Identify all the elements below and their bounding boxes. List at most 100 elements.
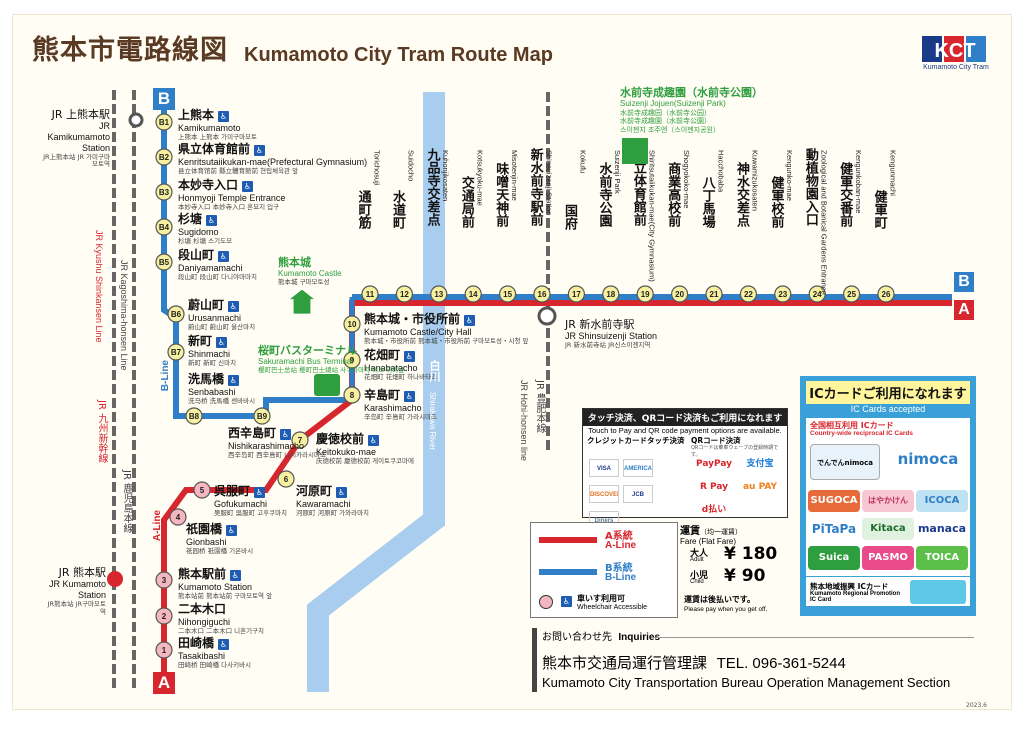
svg-text:B5: B5 <box>159 258 170 267</box>
svg-text:B8: B8 <box>189 412 200 421</box>
trunk-station-name-en: Kengunmachi <box>888 150 898 196</box>
station-marker-t24[interactable]: 24 <box>808 285 826 303</box>
fare-adult-ja: 大人 <box>690 549 709 559</box>
station-marker-a10[interactable]: 10 <box>343 315 361 333</box>
station-marker-b3[interactable]: B3 <box>155 183 173 201</box>
station-marker-a2[interactable]: 2 <box>155 607 173 625</box>
station-marker-a7[interactable]: 7 <box>291 431 309 449</box>
station-marker-a8[interactable]: 8 <box>343 386 361 404</box>
station-marker-b8[interactable]: B8 <box>185 407 203 425</box>
station-marker-a9[interactable]: 9 <box>343 351 361 369</box>
legend-wheelchair-en: Wheelchair Accessible <box>577 604 648 611</box>
station-marker-b7[interactable]: B7 <box>167 343 185 361</box>
station-marker-a1[interactable]: 1 <box>155 641 173 659</box>
station-name-multilingual: 熊本城・市役所前 熊本城・市役所前 구마모토성・시청 앞 <box>364 336 529 345</box>
station-marker-t13[interactable]: 13 <box>430 285 448 303</box>
regional-card-section: 熊本地域振興 ICカード Kumamoto Regional Promotion… <box>806 576 970 606</box>
b-line-label: B-Line <box>160 360 171 392</box>
station-marker-t20[interactable]: 20 <box>670 285 689 303</box>
legend-a-en: A-Line <box>605 540 637 551</box>
station-marker-a5[interactable]: 5 <box>193 481 211 499</box>
payment-subtitle: Touch to Pay and QR code payment options… <box>588 426 782 435</box>
station-marker-b6[interactable]: B6 <box>167 305 185 323</box>
station-marker-b2[interactable]: B2 <box>155 148 173 166</box>
park-icon <box>622 138 648 164</box>
wheelchair-icon: ♿ <box>404 390 416 402</box>
station-marker-t15[interactable]: 15 <box>499 285 517 303</box>
station-name-ja: 新町 <box>188 334 213 348</box>
station-name-ja: 県立体育館前 <box>178 142 251 156</box>
station-marker-t22[interactable]: 22 <box>739 285 758 303</box>
station-name-en: Senbabashi <box>188 387 236 397</box>
jr-kamikumamoto-marker <box>128 112 144 128</box>
map-title-en: Kumamoto City Tram Route Map <box>244 44 553 66</box>
trunk-station-name-ja: 水道町 <box>390 190 406 229</box>
station-marker-t19[interactable]: 19 <box>636 285 654 303</box>
trunk-station-name-en: Kokufu <box>578 150 588 174</box>
credit-brand-logo: VISA <box>589 459 619 477</box>
fare-child-en: Child <box>690 579 704 585</box>
svg-text:2: 2 <box>162 612 167 621</box>
station-marker-t12[interactable]: 12 <box>395 285 413 303</box>
station-name-ja: 洗馬橋 <box>188 372 225 386</box>
jr-kagoshima-label-ja: JR 鹿児島本線 <box>121 470 132 534</box>
station-marker-t11[interactable]: 11 <box>361 285 379 303</box>
station-marker-t23[interactable]: 23 <box>774 285 792 303</box>
trunk-station-name-ja: 健軍交番前 <box>837 162 853 227</box>
station-marker-t25[interactable]: 25 <box>842 285 861 303</box>
svg-text:17: 17 <box>572 290 581 299</box>
svg-text:8: 8 <box>350 391 355 400</box>
station-marker-t17[interactable]: 17 <box>567 285 586 303</box>
station-name-multilingual: 河原町 河原町 가와라마치 <box>296 508 370 517</box>
svg-text:19: 19 <box>641 290 650 299</box>
station-marker-b5[interactable]: B5 <box>155 253 173 271</box>
station-marker-t21[interactable]: 21 <box>705 285 723 303</box>
wheelchair-icon: ♿ <box>254 486 266 498</box>
wheelchair-icon: ♿ <box>218 110 230 122</box>
station-name-en: Nishikarashimacho <box>228 441 305 451</box>
b-line-east-marker: B <box>954 272 974 292</box>
trunk-station-name-ja: 新水前寺駅前 <box>527 148 543 226</box>
svg-text:12: 12 <box>400 290 409 299</box>
station-name-ja: 段山町 <box>178 248 215 262</box>
station-marker-t14[interactable]: 14 <box>464 285 482 303</box>
bus-icon <box>314 374 340 396</box>
suizenji-park-landmark: 水前寺成趣園（水前寺公園） Suizenji Jojuen(Suizenji P… <box>620 86 763 134</box>
jr-kamikumamoto-label: JR 上熊本駅 JR Kamikumamoto Station JR上熊本站 J… <box>43 108 110 169</box>
station-name-multilingual: 熊本站前 熊本站前 구마모토역 앞 <box>178 591 273 600</box>
river-label-en: Shirakawa River <box>428 392 437 451</box>
qr-brand-logo: 支付宝 <box>746 459 774 469</box>
trunk-station-name-en: Torichosuji <box>372 150 382 186</box>
ic-card-kitaca: Kitaca <box>862 518 914 540</box>
station-marker-t26[interactable]: 26 <box>877 285 895 303</box>
b-line-terminus-marker: B <box>153 88 175 110</box>
station-name-en: Gionbashi <box>186 537 227 547</box>
station-name-en: Urusanmachi <box>188 313 242 323</box>
station-name-en: Honmyoji Temple Entrance <box>178 193 286 203</box>
station-marker-a4[interactable]: 4 <box>169 508 187 526</box>
svg-text:B7: B7 <box>171 348 182 357</box>
trunk-station-name-ja: 味噌天神前 <box>493 162 509 227</box>
station-marker-t18[interactable]: 18 <box>602 285 620 303</box>
inquiries-label: お問い合わせ先 Inquiries <box>542 632 661 643</box>
a-line-east-marker: A <box>954 300 974 320</box>
regional-card-image <box>910 580 966 604</box>
wheelchair-icon: ♿ <box>464 314 476 326</box>
station-name-en: Kumamoto Castle/City Hall <box>364 327 472 337</box>
station-name-ja: 祇園橋 <box>186 522 223 536</box>
legend-b-ja: B系統 <box>605 563 633 574</box>
jr-kagoshima-label-en: JR Kagoshima-honsen Line <box>119 260 129 371</box>
station-marker-t16[interactable]: 16 <box>533 285 551 303</box>
svg-text:9: 9 <box>350 356 355 365</box>
station-marker-a3[interactable]: 3 <box>155 571 173 589</box>
station-name-multilingual: 段山町 段山町 다니야마마치 <box>178 272 258 281</box>
station-marker-b4[interactable]: B4 <box>155 218 173 236</box>
station-name-ja: 河原町 <box>296 484 333 498</box>
svg-text:25: 25 <box>847 290 856 299</box>
fare-child-ja: 小児 <box>690 571 709 581</box>
station-marker-b9[interactable]: B9 <box>253 407 271 425</box>
station-marker-a6[interactable]: 6 <box>277 470 295 488</box>
station-marker-b1[interactable]: B1 <box>155 113 173 131</box>
